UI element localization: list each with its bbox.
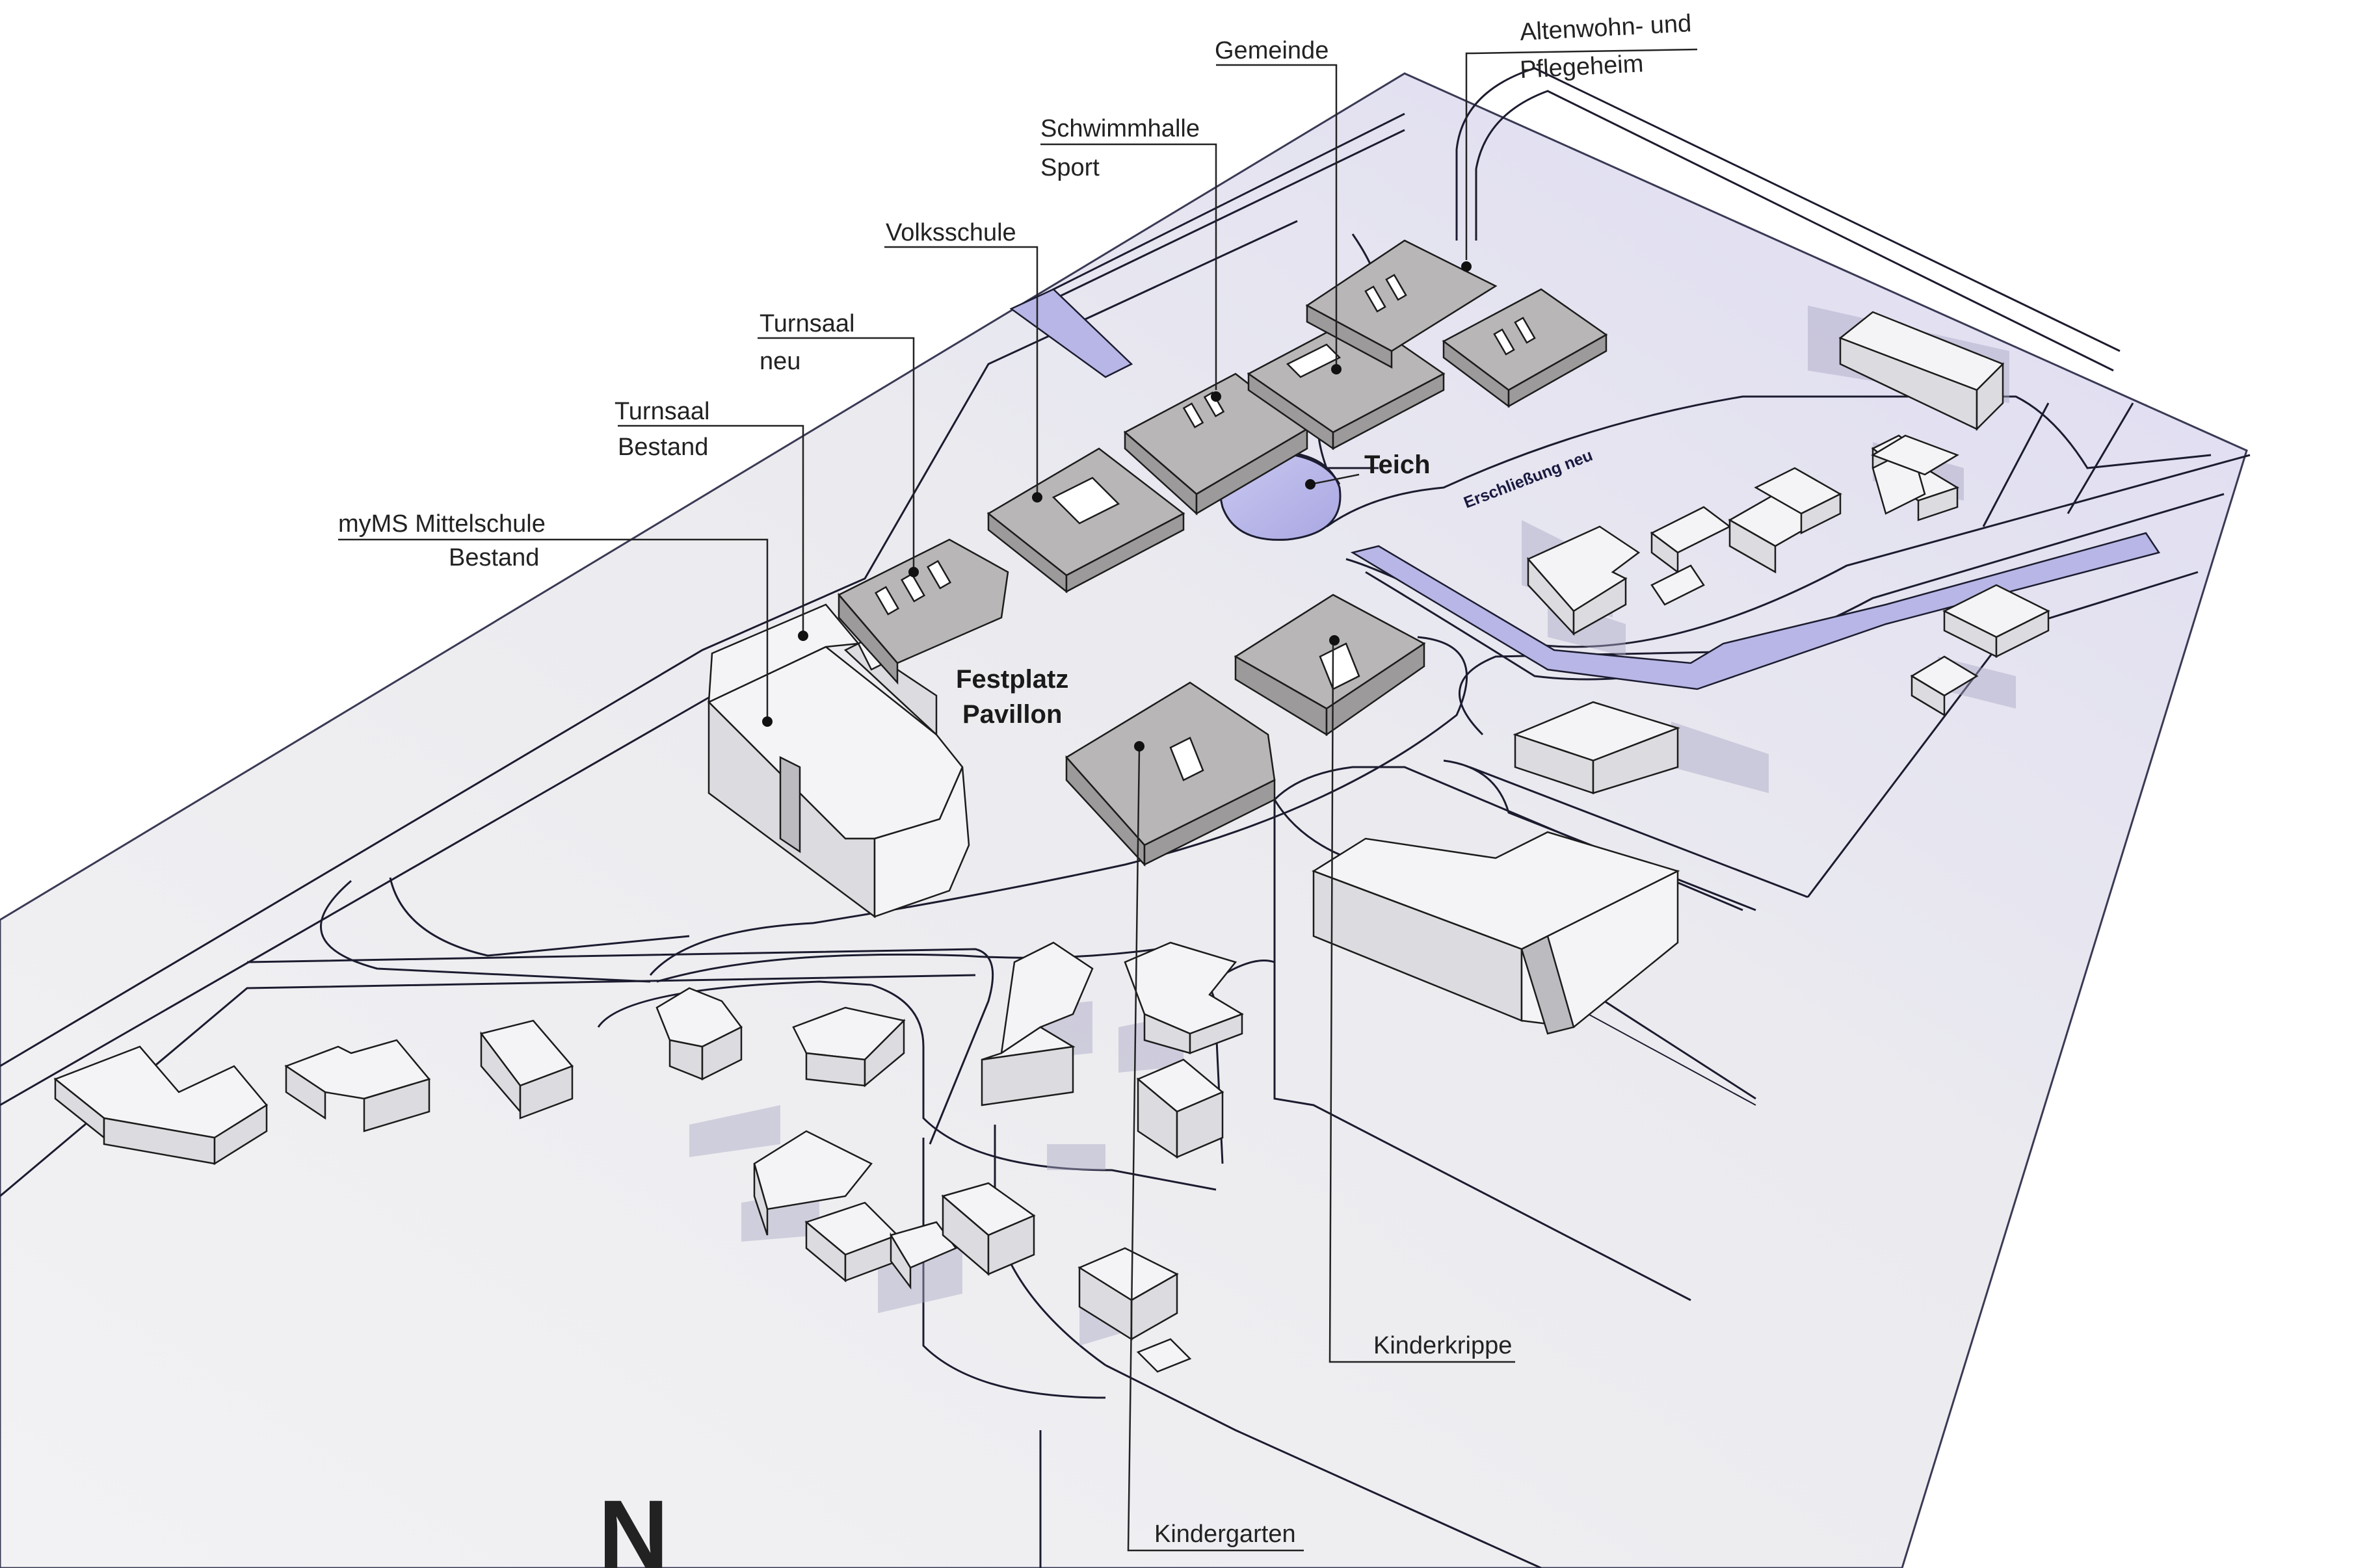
house-south-8 [1136, 1058, 1224, 1159]
turnsaal-neu-building [838, 538, 1009, 685]
house-south-4 [655, 987, 743, 1081]
north-arrow-letter: N [598, 1480, 668, 1568]
house-south-3 [479, 1019, 574, 1119]
house-south-5 [792, 1006, 906, 1088]
altenwohnheim-building [1305, 239, 1608, 408]
house-south-6 [981, 941, 1094, 1106]
house-far-east-3 [1650, 564, 1705, 606]
house-east-5 [1754, 467, 1842, 535]
label-teich: Teich [1364, 451, 1431, 479]
label-altenwohn-line1: Altenwohn- und [1519, 10, 1692, 46]
mittelschule-building [707, 603, 970, 919]
label-kinderkrippe: Kinderkrippe [1373, 1332, 1512, 1359]
house-east-1 [1513, 701, 1680, 794]
label-kindergarten: Kindergarten [1154, 1521, 1296, 1548]
label-schwimmhalle-line1: Schwimmhalle [1040, 115, 1200, 142]
label-volksschule: Volksschule [886, 219, 1016, 246]
house-south-10 [890, 1182, 1036, 1290]
label-gemeinde: Gemeinde [1215, 37, 1329, 64]
house-south-9 [753, 1130, 899, 1283]
label-mittelschule-line1: myMS Mittelschule [338, 510, 546, 538]
label-altenwohn-line2: Pflegeheim [1519, 50, 1644, 84]
house-south-7 [1124, 941, 1244, 1054]
house-far-east-2 [1910, 655, 1979, 717]
label-turnsaal-bestand-line1: Turnsaal [615, 398, 709, 425]
label-turnsaal-neu-line1: Turnsaal [760, 310, 854, 337]
kindergarten-building [1065, 681, 1276, 867]
label-festplatz-line2: Pavillon [962, 700, 1062, 729]
volksschule-building [986, 447, 1185, 594]
schwimmhalle-building [1123, 372, 1309, 516]
water-channels [1009, 288, 2161, 690]
house-south-2 [284, 1039, 431, 1132]
house-far-east-1 [1942, 584, 2050, 659]
house-east-2 [1526, 525, 1641, 636]
label-turnsaal-bestand-line2: Bestand [618, 434, 708, 461]
kinderkrippe-building [1234, 594, 1426, 737]
house-northeast-2 [1871, 434, 1959, 476]
label-festplatz-line1: Festplatz [956, 665, 1068, 694]
label-schwimmhalle-line2: Sport [1040, 154, 1100, 181]
existing-buildings [53, 311, 2050, 1373]
label-mittelschule-line2: Bestand [449, 544, 539, 571]
new-buildings [838, 239, 1608, 867]
house-south-1 [53, 1045, 268, 1166]
label-turnsaal-neu-line2: neu [760, 348, 800, 375]
house-northeast [1838, 311, 2005, 432]
leader-lines [338, 48, 1698, 1552]
housing-block-east [1312, 831, 1680, 1035]
